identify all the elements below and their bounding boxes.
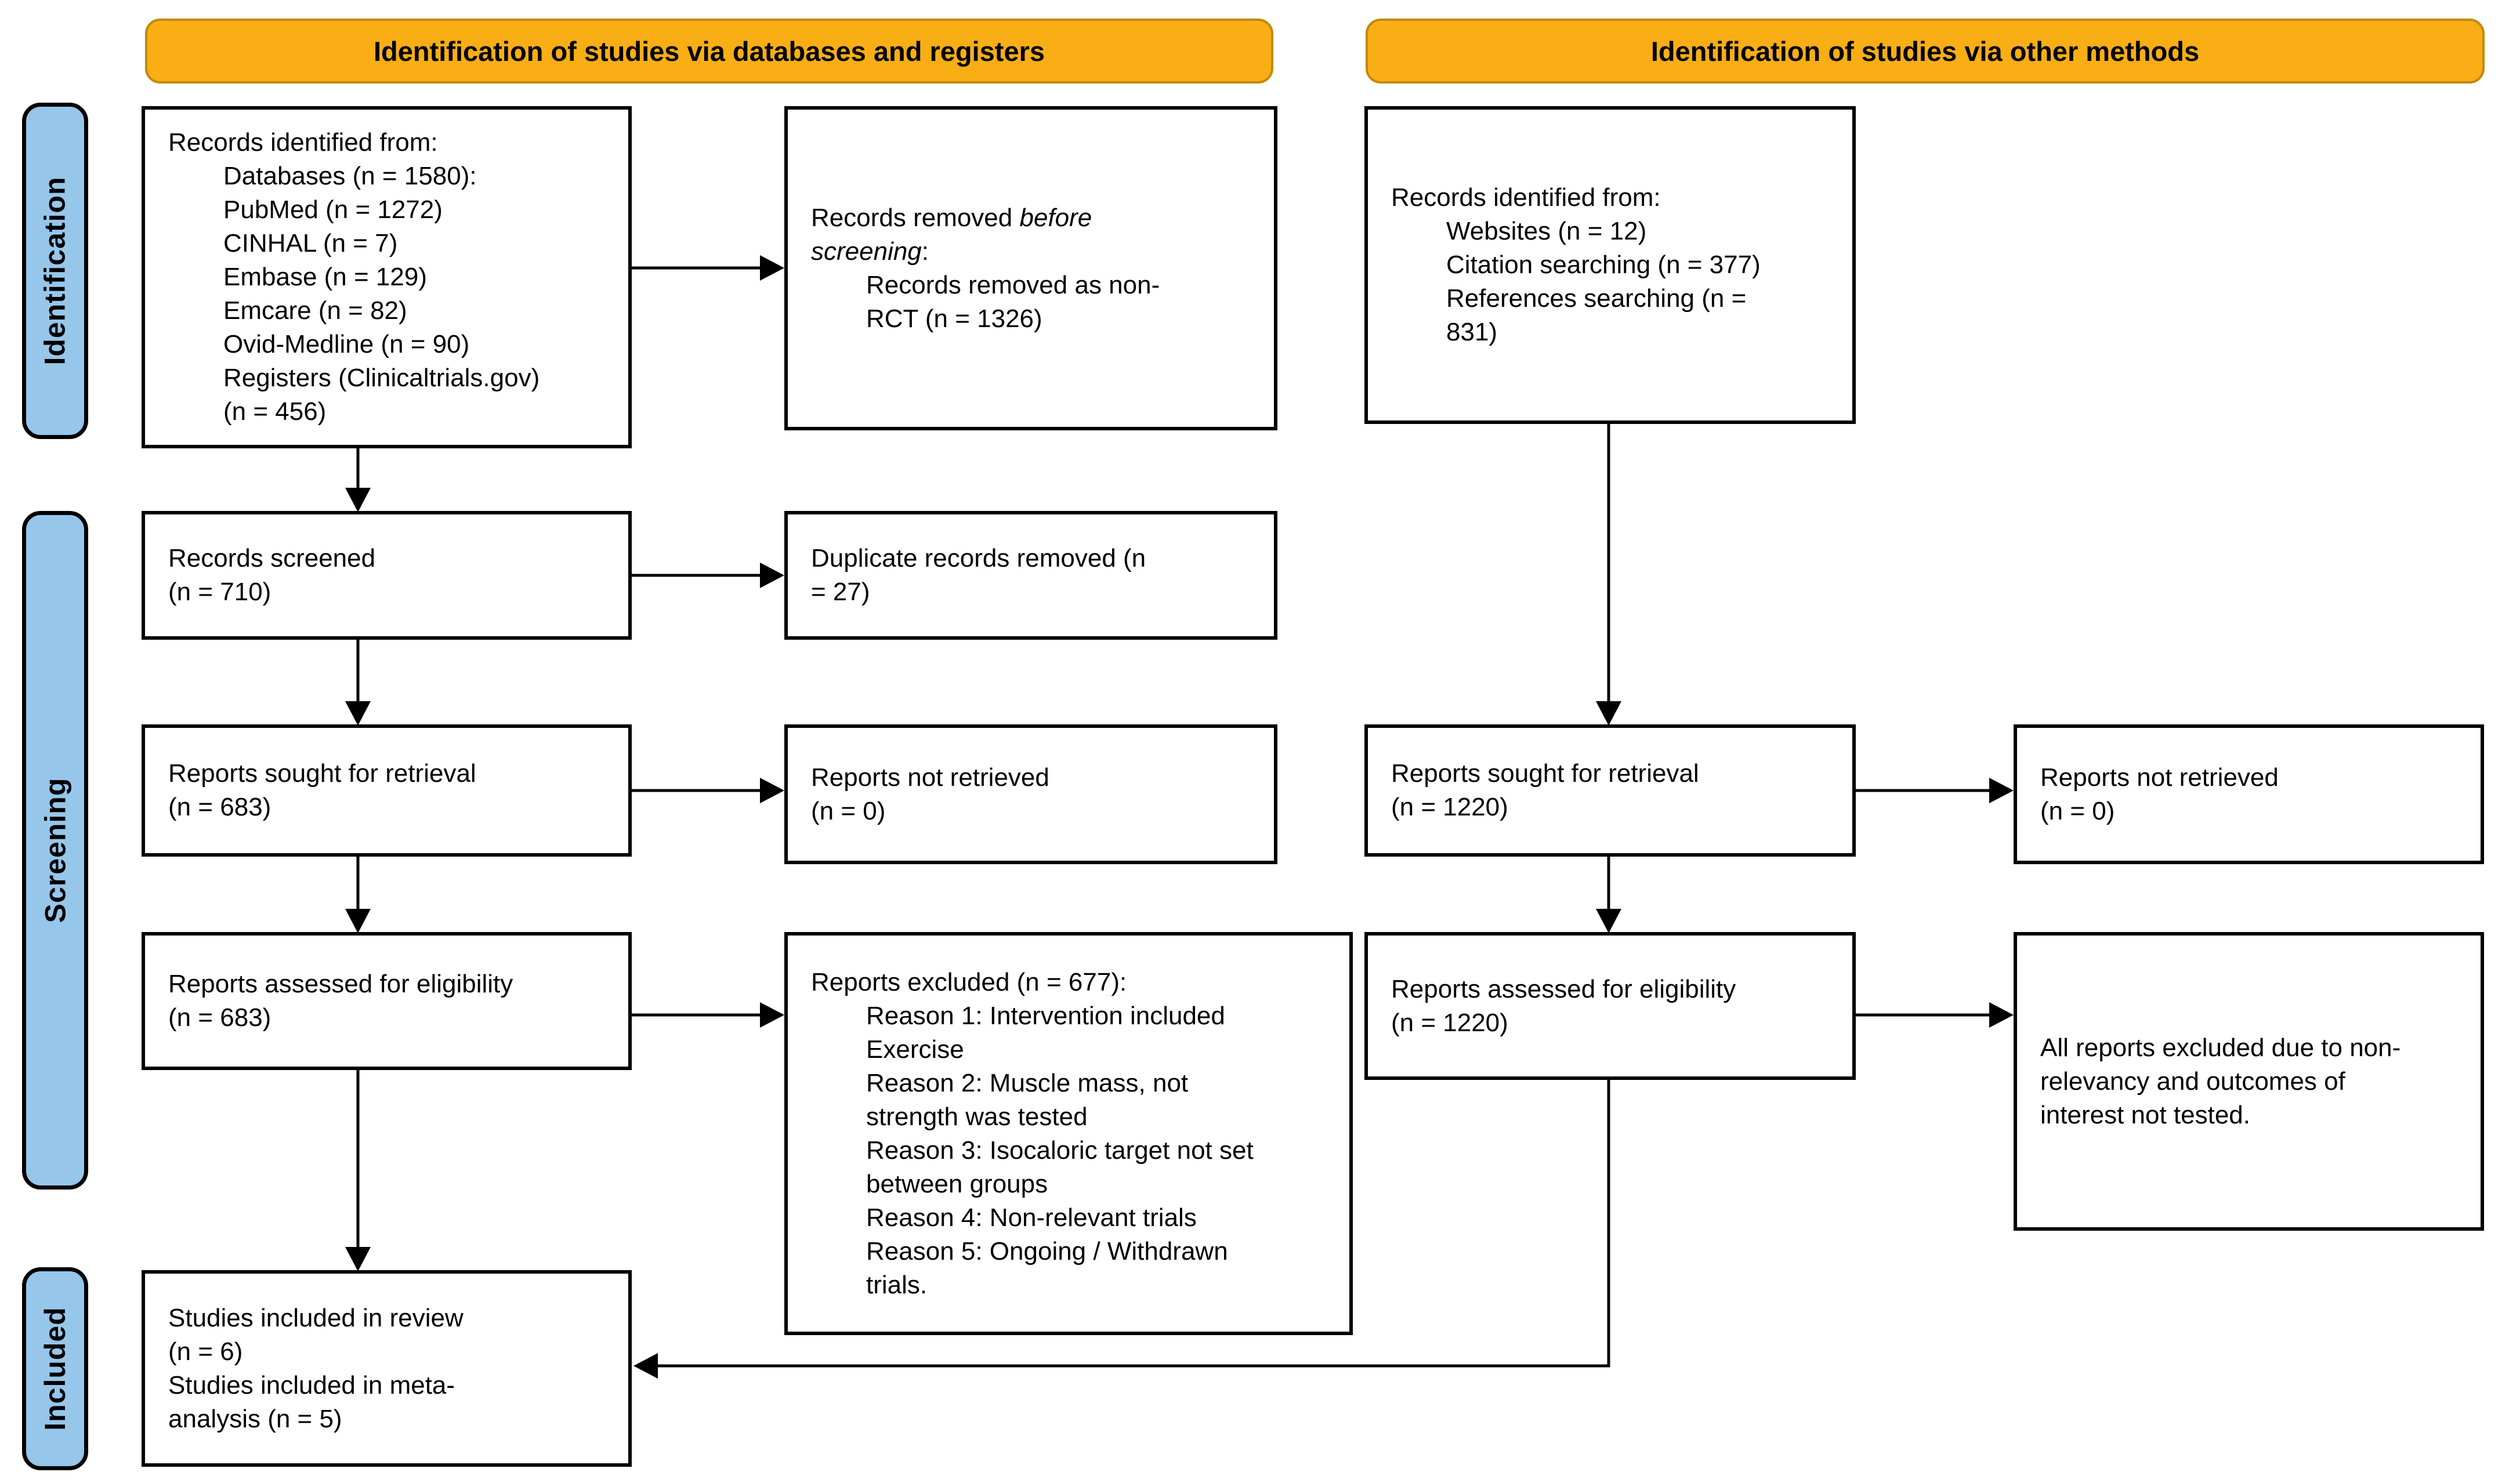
- text-line: 831): [1446, 318, 1498, 346]
- text-line: Reports sought for retrieval: [168, 759, 476, 788]
- box-studies-included: Studies included in review (n = 6) Studi…: [142, 1270, 632, 1467]
- text-line: Registers (Clinicaltrials.gov): [223, 364, 540, 392]
- arrow-sought-to-assessed: [345, 857, 371, 933]
- text-line: Citation searching (n = 377): [1446, 251, 1761, 279]
- box-reports-sought-other: Reports sought for retrieval (n = 1220): [1364, 724, 1856, 857]
- banner-databases-registers: Identification of studies via databases …: [145, 19, 1273, 84]
- text-segment-italic: before: [1019, 203, 1092, 232]
- text-line: (n = 456): [223, 397, 327, 426]
- box-reports-assessed-other: Reports assessed for eligibility (n = 12…: [1364, 932, 1856, 1080]
- text-line: trials.: [866, 1270, 928, 1299]
- stage-label: Identification: [39, 176, 72, 365]
- arrow-sought-to-not-retrieved: [632, 778, 784, 803]
- text-line: Ovid-Medline (n = 90): [223, 330, 470, 358]
- text-line: Records screened: [168, 544, 376, 572]
- text-line: Websites (n = 12): [1446, 217, 1647, 245]
- text-line: Reason 3: Isocaloric target not set: [866, 1136, 1254, 1165]
- text-line: (n = 1220): [1391, 793, 1508, 821]
- text-line: Reports not retrieved: [2040, 763, 2279, 792]
- arrow-screened-to-duplicates: [632, 563, 784, 588]
- text-segment: Records removed: [811, 203, 1020, 232]
- text-line: Reports not retrieved: [811, 763, 1049, 792]
- text-line: Reason 1: Intervention included: [866, 1001, 1225, 1030]
- box-reports-not-retrieved-other: Reports not retrieved (n = 0): [2014, 724, 2484, 864]
- text-line: (n = 683): [168, 1003, 271, 1032]
- arrow-other-sought-to-assessed: [1596, 857, 1621, 933]
- text-line: Reason 2: Muscle mass, not: [866, 1068, 1189, 1097]
- text-line: (n = 0): [2040, 796, 2115, 825]
- box-records-identified-other: Records identified from: Websites (n = 1…: [1364, 106, 1856, 424]
- text-line: relevancy and outcomes of: [2040, 1067, 2345, 1096]
- text-line: Emcare (n = 82): [223, 296, 407, 325]
- text-line: (n = 1220): [1391, 1008, 1508, 1037]
- box-reports-excluded: Reports excluded (n = 677): Reason 1: In…: [784, 932, 1353, 1335]
- text-line: Exercise: [866, 1035, 964, 1064]
- box-duplicates-removed: Duplicate records removed (n = 27): [784, 511, 1277, 640]
- box-records-removed-before-screening: Records removed before screening: Record…: [784, 106, 1277, 430]
- box-records-identified-databases: Records identified from: Databases (n = …: [142, 106, 632, 448]
- arrow-screened-to-sought: [345, 640, 371, 726]
- text-line: strength was tested: [866, 1102, 1088, 1131]
- text-segment-italic: screening: [811, 237, 922, 266]
- arrow-other-sought-to-not-retrieved: [1856, 778, 2014, 803]
- arrow-other-identified-to-sought: [1596, 424, 1621, 726]
- text-line: Databases (n = 1580):: [223, 162, 477, 190]
- text-line: Studies included in review: [168, 1303, 464, 1332]
- text-line: Reports assessed for eligibility: [168, 970, 513, 998]
- stage-label: Screening: [39, 777, 71, 923]
- text-line: (n = 683): [168, 793, 271, 821]
- text-line: Duplicate records removed (n: [811, 544, 1146, 572]
- stage-label: Included: [39, 1307, 72, 1431]
- arrow-assessed-to-included: [345, 1070, 371, 1271]
- text-line: Reason 5: Ongoing / Withdrawn: [866, 1237, 1228, 1266]
- text-line: (n = 710): [168, 578, 271, 606]
- box-reports-assessed-databases: Reports assessed for eligibility (n = 68…: [142, 932, 632, 1070]
- text-line: Reports excluded (n = 677):: [811, 967, 1127, 996]
- text-line: Records removed before: [811, 201, 1258, 235]
- text-line: Records identified from:: [1391, 183, 1661, 212]
- arrow-identified-to-removed: [632, 255, 784, 281]
- stage-included: Included: [22, 1267, 88, 1470]
- box-all-reports-excluded: All reports excluded due to non- relevan…: [2014, 932, 2484, 1231]
- banner-label: Identification of studies via other meth…: [1650, 35, 2200, 67]
- arrow-identified-to-screened: [345, 448, 371, 512]
- text-line: RCT (n = 1326): [866, 304, 1042, 333]
- text-line: Studies included in meta-: [168, 1370, 455, 1399]
- text-line: Reports sought for retrieval: [1391, 759, 1699, 788]
- box-records-screened: Records screened (n = 710): [142, 511, 632, 640]
- text-line: Records identified from:: [168, 128, 438, 157]
- text-line: Embase (n = 129): [223, 263, 427, 291]
- text-line: (n = 0): [811, 796, 886, 825]
- text-line: CINHAL (n = 7): [223, 229, 398, 258]
- text-line: between groups: [866, 1169, 1048, 1198]
- banner-label: Identification of studies via databases …: [373, 35, 1045, 67]
- text-line: Reason 4: Non-relevant trials: [866, 1203, 1197, 1232]
- arrow-assessed-to-excluded: [632, 1002, 784, 1028]
- text-line: = 27): [811, 578, 870, 606]
- text-line: All reports excluded due to non-: [2040, 1033, 2401, 1062]
- text-line: References searching (n =: [1446, 284, 1747, 313]
- banner-other-methods: Identification of studies via other meth…: [1366, 19, 2485, 84]
- text-line: Records removed as non-: [866, 270, 1160, 299]
- stage-identification: Identification: [22, 103, 88, 439]
- text-segment: :: [921, 237, 929, 266]
- text-line: PubMed (n = 1272): [223, 195, 443, 224]
- text-line: Reports assessed for eligibility: [1391, 974, 1736, 1003]
- box-reports-not-retrieved-databases: Reports not retrieved (n = 0): [784, 724, 1277, 864]
- arrow-other-assessed-to-excluded: [1856, 1002, 2014, 1028]
- text-line: interest not tested.: [2040, 1100, 2250, 1129]
- text-line: (n = 6): [168, 1337, 243, 1366]
- text-line: analysis (n = 5): [168, 1404, 342, 1433]
- stage-screening: Screening: [22, 511, 88, 1190]
- box-reports-sought-databases: Reports sought for retrieval (n = 683): [142, 724, 632, 857]
- text-line: screening:: [811, 235, 1258, 269]
